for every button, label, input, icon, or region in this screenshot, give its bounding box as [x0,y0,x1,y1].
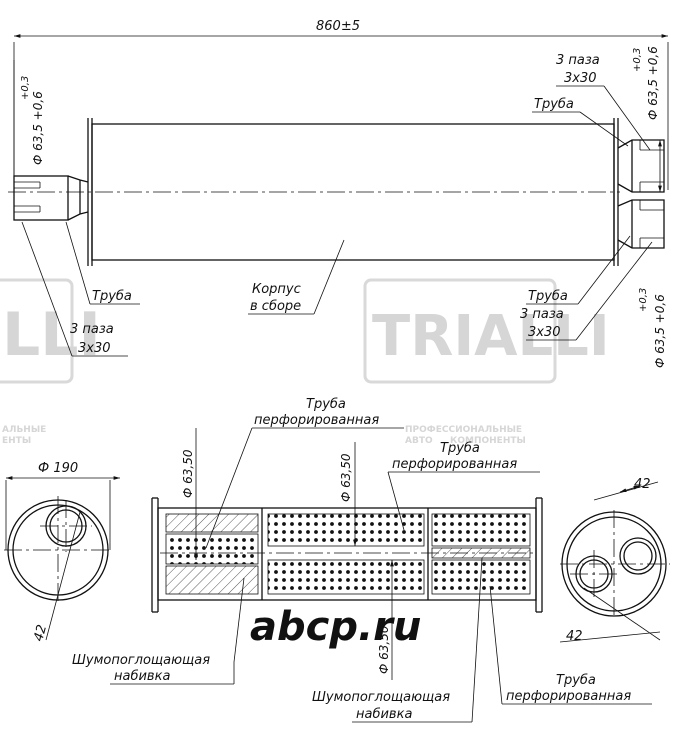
right-end-offset-bottom: 42 [566,629,583,644]
right-bottom-slot-label-2: 3x30 [528,325,561,340]
right-top-diameter: Ф 63,5 +0,6 [646,46,660,120]
perf-pipe-3-label-2: перфорированная [506,689,631,704]
section-view [151,497,543,613]
right-bottom-pipe-label: Труба [528,289,568,304]
watermark-left-logo: LLI [0,278,101,384]
body-label-1: Корпус [252,282,301,297]
left-slot-label-2: 3x30 [78,341,111,356]
right-top-slot-label-2: 3x30 [564,71,597,86]
packing-left-label-2: набивка [114,669,170,684]
right-top-slot-label-1: 3 паза [556,53,600,68]
watermark-tagline-3: КОМПОНЕНТЫ [450,436,526,446]
watermark-center-logo: TRIALLI [363,278,610,384]
watermark-tagline-left-2: ЕНТЫ [2,436,31,446]
packing-right [431,547,531,559]
right-top-pipe-label: Труба [534,97,574,112]
left-end-offset: 42 [31,623,50,643]
section-dim-left: Ф 63,50 [181,449,195,498]
left-end-diameter: Ф 190 [38,461,78,476]
perf-pipe-2-label-1: Труба [440,441,480,456]
packing-right-label-1: Шумопоглощающая [312,690,450,705]
body-label-2: в сборе [250,299,301,314]
watermark-site: abcp.ru [250,604,421,650]
left-end-view [4,496,112,605]
perf-pipe-1-label-2: перфорированная [254,413,379,428]
right-bottom-slot-label-1: 3 паза [520,307,564,322]
left-slot-label-1: 3 паза [70,322,114,337]
right-bottom-tol-upper: +0,3 [638,288,649,312]
perf-pipe-middle-top [267,513,425,547]
section-dim-bottom: Ф 63,50 [377,625,391,674]
perf-pipe-3-label-1: Труба [556,673,596,688]
left-inlet-pipe [13,175,89,221]
packing-left-top [165,513,259,533]
right-top-tol-upper: +0,3 [632,48,643,72]
watermark-brand-left: LLI [2,300,101,370]
packing-left-label-1: Шумопоглощающая [72,653,210,668]
perf-pipe-1-label-1: Труба [306,397,346,412]
left-pipe-label: Труба [92,289,132,304]
right-bottom-outlet-pipe [617,199,665,249]
perf-pipe-right-top [431,513,531,547]
overall-length-dim: 860±5 [316,19,360,34]
watermark-tagline-1: ПРОФЕССИОНАЛЬНЫЕ [405,425,522,435]
right-top-outlet-pipe [617,139,665,193]
right-bottom-diameter: Ф 63,5 +0,6 [653,294,667,368]
watermark-tagline-left-1: АЛЬНЫЕ [2,425,46,435]
right-end-offset-top: 42 [634,477,651,492]
right-end-view [560,510,670,618]
packing-left-bottom [165,565,259,595]
watermark-tagline-2: АВТО [405,436,433,446]
left-inlet-diameter: Ф 63,5 +0,6 [31,91,45,165]
watermark-site-logo: abcp.ru [250,604,421,650]
section-dim-middle: Ф 63,50 [339,453,353,502]
perf-pipe-left [165,533,259,565]
watermark-brand-center: TRIALLI [372,304,610,369]
packing-right-label-2: набивка [356,707,412,722]
perf-pipe-middle-bottom [267,559,425,595]
perf-pipe-2-label-2: перфорированная [392,457,517,472]
left-inlet-tol-upper: +0,3 [20,76,31,100]
